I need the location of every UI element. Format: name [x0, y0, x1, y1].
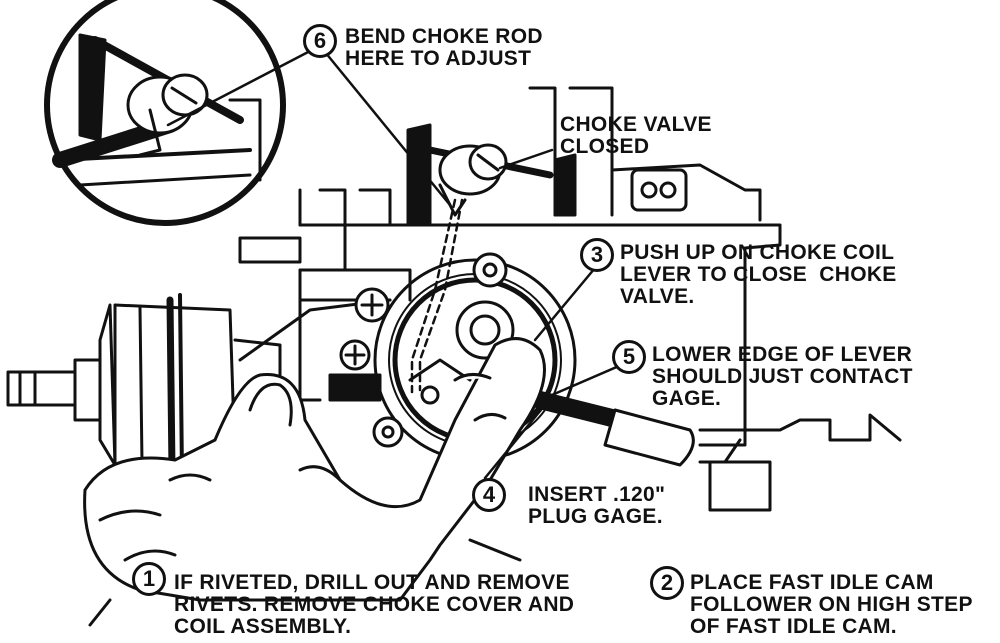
- carburetor-body: [238, 188, 902, 512]
- step-2-text: PLACE FAST IDLE CAM FOLLOWER ON HIGH STE…: [690, 571, 973, 638]
- choke-rod: [410, 198, 464, 394]
- step-2: 2 PLACE FAST IDLE CAM FOLLOWER ON HIGH S…: [650, 566, 973, 638]
- step-6-text: BEND CHOKE ROD HERE TO ADJUST: [345, 25, 543, 70]
- step-2-number: 2: [650, 566, 684, 600]
- step-1: 1 IF RIVETED, DRILL OUT AND REMOVE RIVET…: [132, 562, 574, 638]
- hands: [83, 337, 546, 627]
- step-6-number: 6: [303, 24, 337, 58]
- step-4-number: 4: [472, 478, 506, 512]
- step-3: 3 PUSH UP ON CHOKE COIL LEVER TO CLOSE C…: [580, 238, 897, 308]
- step-4: 4 INSERT .120" PLUG GAGE.: [472, 478, 665, 528]
- plug-gage: [531, 391, 695, 467]
- choke-valve-callout-text: CHOKE VALVE CLOSED: [560, 113, 712, 158]
- step-5-number: 5: [612, 340, 646, 374]
- step-4-text: INSERT .120" PLUG GAGE.: [528, 483, 666, 528]
- choke-valve-callout: CHOKE VALVE CLOSED: [560, 114, 712, 158]
- step-1-number: 1: [132, 562, 166, 596]
- step-5-text: LOWER EDGE OF LEVER SHOULD JUST CONTACT …: [652, 343, 913, 410]
- magnified-inset: [44, 0, 286, 226]
- step-6: 6 BEND CHOKE ROD HERE TO ADJUST: [303, 24, 543, 70]
- step-1-text: IF RIVETED, DRILL OUT AND REMOVE RIVETS.…: [174, 571, 575, 638]
- step-3-text: PUSH UP ON CHOKE COIL LEVER TO CLOSE CHO…: [620, 241, 897, 308]
- step-5: 5 LOWER EDGE OF LEVER SHOULD JUST CONTAC…: [612, 340, 913, 410]
- step-3-number: 3: [580, 238, 614, 272]
- carburetor-top: [406, 86, 762, 227]
